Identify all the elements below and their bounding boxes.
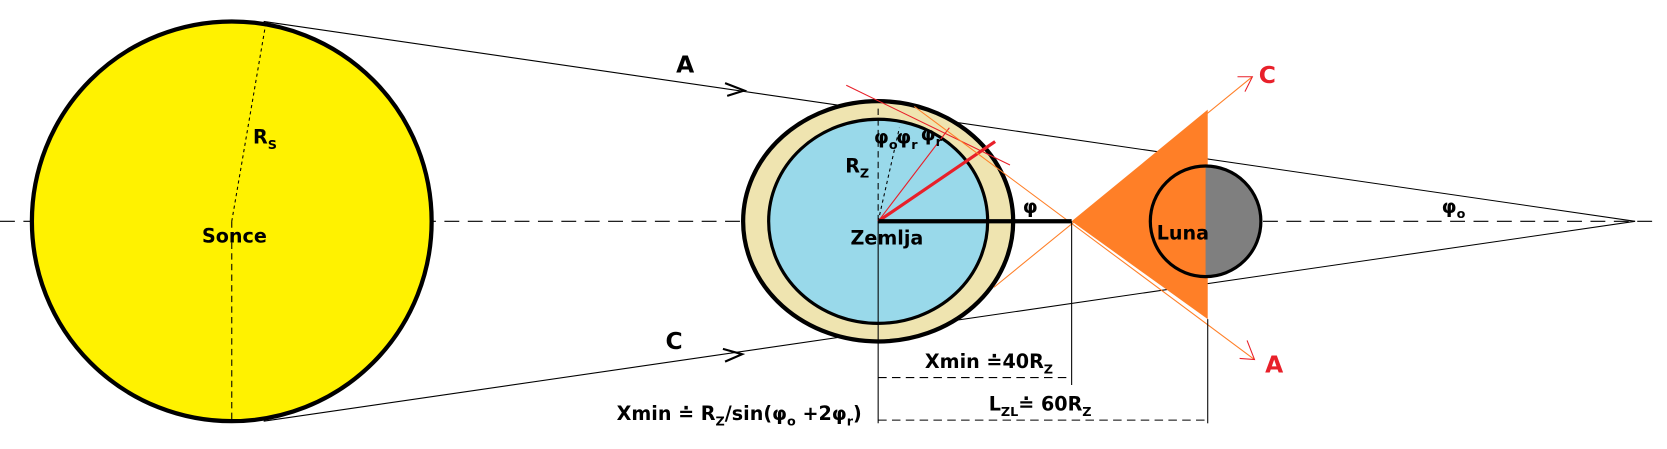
ray-a-right-label: A — [1265, 350, 1283, 378]
ray-a-label: A — [676, 50, 694, 78]
sun-radius-line — [231, 23, 267, 222]
phi-r2-label: φr — [921, 123, 943, 150]
xmin-label: Xmin ≐40RZ — [925, 350, 1053, 377]
xmin-formula: Xmin ≐ RZ/sin(φo +2φr) — [617, 402, 862, 429]
lzl-label: LZL≐ 60RZ — [989, 393, 1092, 420]
arrow-a-right-icon — [1239, 340, 1256, 361]
phi-o-label: φo — [1442, 195, 1466, 222]
phi-label: φ — [1023, 195, 1038, 218]
refraction-radius — [877, 140, 996, 223]
phi-r1-label: φr — [896, 126, 918, 153]
orange-ray-upper — [913, 106, 1255, 360]
refracted-light-cone — [1071, 109, 1208, 320]
moon-label: Luna — [1157, 221, 1209, 244]
sun-label: Sonce — [202, 225, 267, 248]
arrow-c-right-icon — [1237, 76, 1254, 92]
moon-shadow-half — [1205, 166, 1261, 277]
moon-disk — [1148, 164, 1263, 279]
earth-radius-label: RZ — [845, 154, 869, 181]
red-tangent — [846, 84, 1011, 166]
phi-o-earth-label: φo — [874, 126, 898, 153]
arrow-c-icon — [722, 347, 746, 363]
ray-c-label: C — [666, 327, 683, 355]
earth-label: Zemlja — [851, 227, 924, 250]
ray-c-right-label: C — [1259, 61, 1276, 89]
sun-radius-label: RS — [253, 126, 277, 153]
refraction-line — [877, 127, 950, 222]
arrow-a-icon — [724, 82, 748, 97]
